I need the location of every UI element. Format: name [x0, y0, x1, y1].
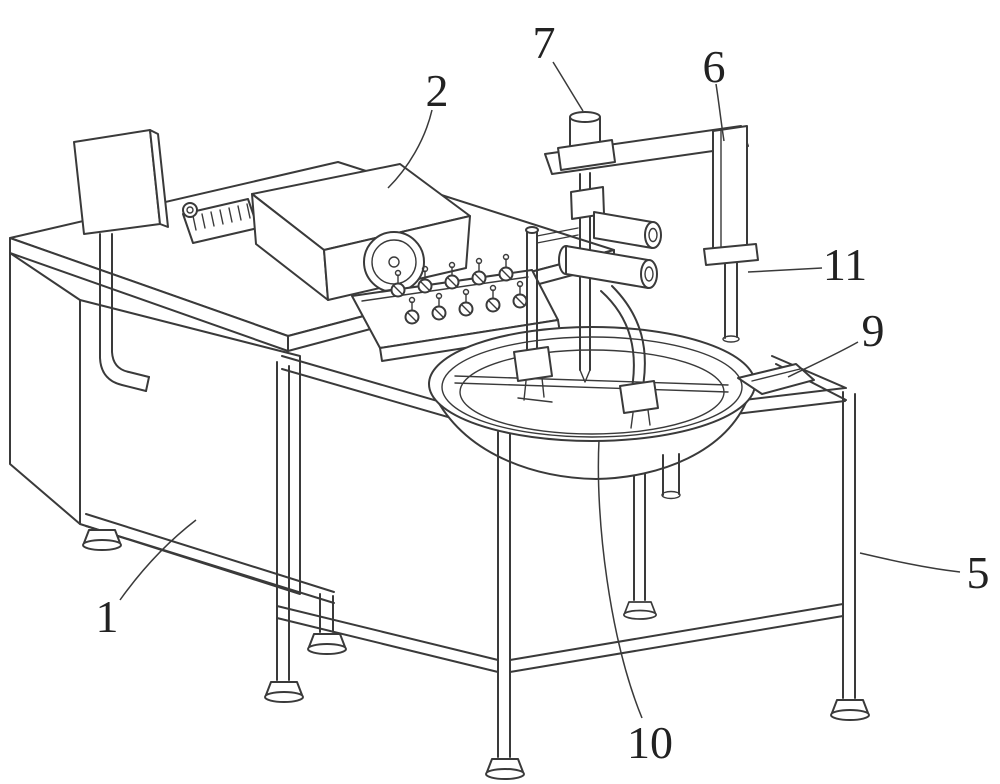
callout-2: 2 [387, 65, 449, 189]
callout-label-6: 6 [703, 41, 726, 92]
rear-leg [633, 467, 646, 601]
lower-brace-right [509, 603, 844, 673]
callout-5: 5 [859, 547, 990, 598]
leader-line-2 [387, 109, 433, 189]
column-base-plate [703, 243, 759, 266]
callout-label-10: 10 [627, 717, 673, 768]
agitator-shaft-left [526, 229, 538, 357]
callout-label-2: 2 [426, 65, 449, 116]
lower-left-rail [82, 513, 347, 655]
mixing-basin [428, 326, 756, 500]
callout-7: 7 [533, 17, 584, 112]
housing-flange [363, 231, 425, 293]
basin-cross-bar [454, 375, 729, 393]
leader-line-6 [715, 83, 725, 142]
basin-rim-mid [441, 336, 743, 438]
panel-pole [99, 233, 147, 392]
callout-label-1: 1 [96, 591, 119, 642]
callout-1: 1 [96, 519, 197, 642]
panel-pole-inner [111, 233, 150, 378]
paddle-holder-left [513, 346, 553, 382]
agitator-assembly [513, 172, 662, 429]
panel-side [149, 129, 169, 228]
nozzle-tray [351, 253, 561, 362]
callout-9: 9 [787, 305, 885, 378]
frame-leg-left [276, 361, 290, 681]
support-frame-front [264, 361, 870, 780]
callouts: 1 2 5 6 7 9 10 11 [96, 17, 990, 768]
leader-line-11 [747, 267, 823, 273]
leader-line-7 [552, 61, 584, 112]
paddle-holder-right [619, 380, 659, 414]
leader-line-10 [597, 439, 643, 719]
callout-label-11: 11 [823, 239, 867, 290]
motor-roller-upper [593, 211, 653, 249]
callout-6: 6 [703, 41, 726, 142]
callout-label-7: 7 [533, 17, 556, 68]
support-column [712, 125, 748, 256]
guide-rod [724, 262, 738, 339]
callout-label-9: 9 [862, 305, 885, 356]
cabinet-side [9, 252, 81, 525]
leg-foot [485, 758, 525, 780]
leader-line-5 [859, 552, 961, 573]
arm-collar [557, 139, 616, 171]
side-bracket [737, 363, 815, 395]
curved-feed-tube [611, 285, 646, 393]
leg-foot [830, 699, 870, 721]
leg-foot [82, 529, 122, 551]
callout-10: 10 [597, 439, 673, 768]
leg-foot [264, 681, 304, 703]
feed-housing [251, 163, 471, 305]
callout-label-5: 5 [967, 547, 990, 598]
basin-drain [662, 453, 680, 496]
panel-board [73, 129, 161, 235]
motor-roller-lower [565, 245, 649, 289]
frame-leg-middle [497, 431, 511, 758]
gear-rack [182, 198, 259, 244]
display-panel [73, 129, 169, 392]
leader-line-9 [787, 341, 859, 378]
frame-leg-right [842, 391, 856, 699]
overhead-gantry [544, 111, 759, 343]
leg-foot [307, 633, 347, 655]
lower-brace-left [276, 605, 499, 673]
callout-11: 11 [747, 239, 867, 290]
rack-pinion [182, 202, 198, 218]
leader-line-1 [119, 519, 197, 601]
leg-foot [622, 601, 658, 620]
